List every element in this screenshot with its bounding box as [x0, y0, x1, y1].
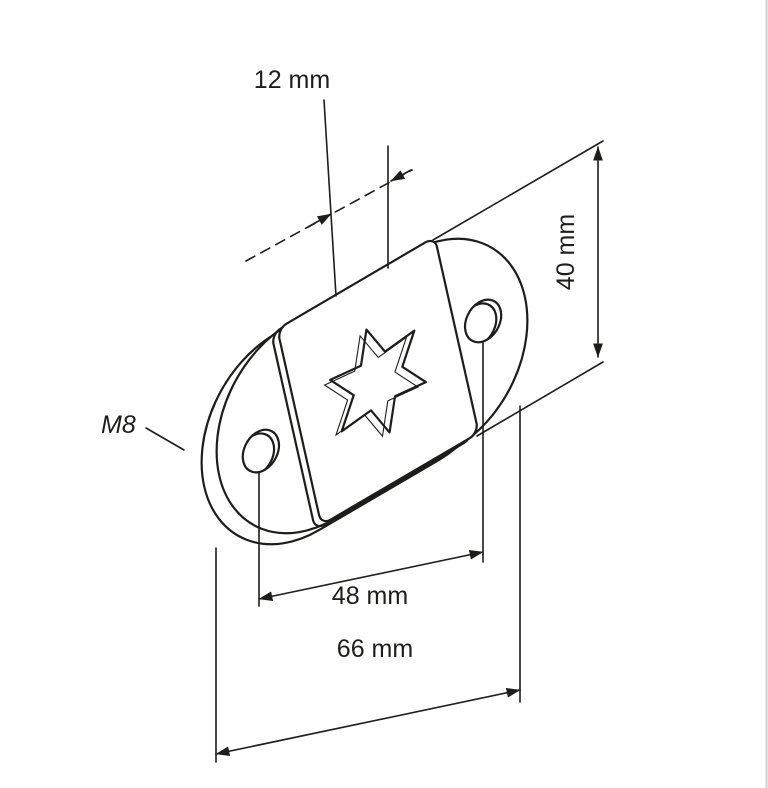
- boss-top-edge: [277, 237, 478, 525]
- bracket-part: [182, 199, 547, 585]
- leader-line-m8: [145, 427, 185, 451]
- dimension-12mm: 12 mm: [245, 66, 413, 297]
- dim-48mm-label: 48 mm: [332, 582, 408, 610]
- dimension-line-66mm: [215, 687, 521, 757]
- extension-line-12mm-left: [323, 99, 337, 297]
- dimension-48mm: 48 mm: [258, 342, 484, 610]
- extension-line-40mm-top: [432, 140, 604, 241]
- mounting-hole-left: [239, 422, 283, 480]
- boss-top-face: [277, 237, 478, 525]
- arrow-12mm-right: [390, 169, 412, 182]
- dim-12mm-label: 12 mm: [254, 66, 330, 94]
- arrow-12mm-left: [307, 213, 332, 228]
- dimension-line-48mm: [258, 549, 484, 602]
- star-drive-hole: [324, 305, 431, 457]
- dim-40mm-label: 40 mm: [552, 214, 580, 290]
- dimension-66mm: 66 mm: [215, 405, 521, 763]
- extension-line-40mm-bottom: [476, 361, 604, 437]
- dim-66mm-label: 66 mm: [337, 635, 413, 663]
- label-m8: M8: [101, 411, 185, 451]
- dimension-40mm: 40 mm: [432, 140, 604, 437]
- m8-thread-label: M8: [101, 411, 136, 439]
